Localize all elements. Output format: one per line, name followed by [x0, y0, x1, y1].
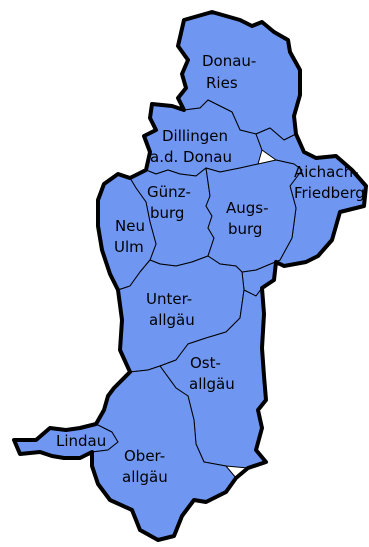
- map-svg: Donau- Ries Dillingen a.d. Donau Aichach…: [12, 10, 368, 542]
- map-of-swabia-districts: Donau- Ries Dillingen a.d. Donau Aichach…: [12, 10, 368, 542]
